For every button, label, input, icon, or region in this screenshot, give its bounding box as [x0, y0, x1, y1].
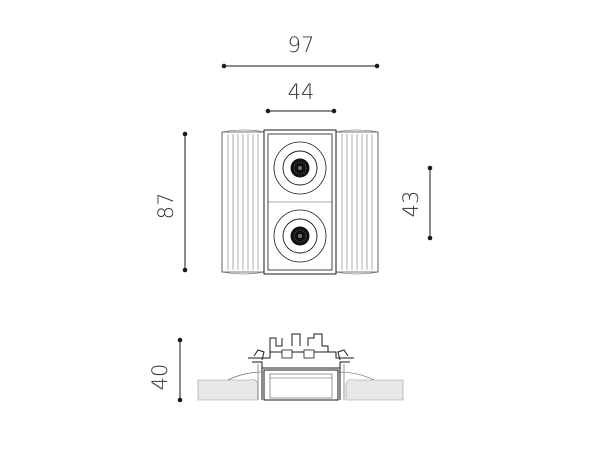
spot-upper — [273, 141, 327, 195]
right-fin-block — [335, 129, 379, 275]
dimension-height-module: 43 — [399, 165, 433, 241]
left-fin-block — [221, 129, 265, 275]
dimension-width-total-label: 97 — [288, 33, 315, 57]
fixture-plan-view — [221, 129, 379, 275]
dimension-depth: 40 — [148, 337, 183, 403]
dimension-height-module-label: 43 — [399, 191, 423, 218]
mounting-clips — [269, 333, 329, 359]
dimension-width-inner: 44 — [265, 80, 337, 114]
ceiling-right — [345, 379, 404, 401]
fixture-section-view — [197, 333, 404, 401]
dimension-depth-label: 40 — [148, 364, 172, 391]
spot-lower — [273, 209, 327, 263]
dimension-height-total-label: 87 — [154, 193, 178, 220]
ceiling-left — [197, 379, 259, 401]
dimension-width-total: 97 — [221, 33, 380, 69]
dimension-width-inner-label: 44 — [288, 80, 315, 104]
dimension-height-total: 87 — [154, 131, 188, 273]
